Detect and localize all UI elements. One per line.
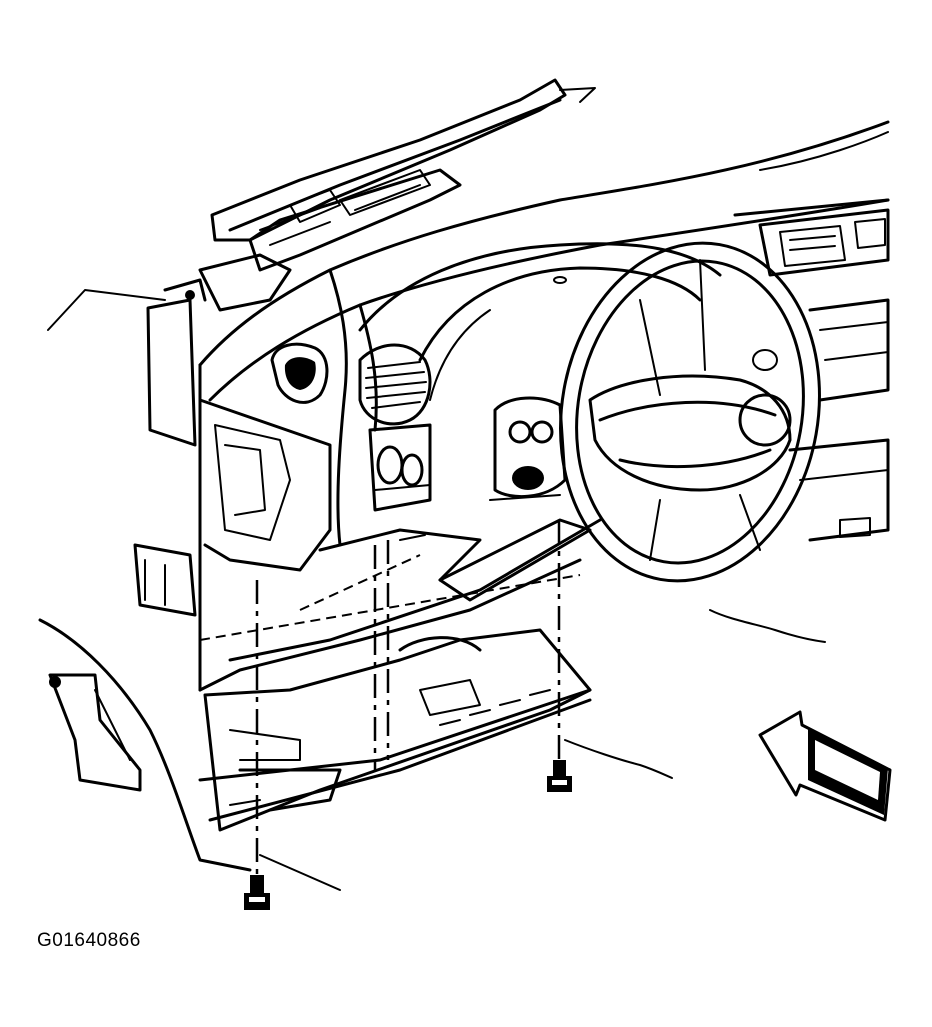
lower-trim-panel	[198, 518, 602, 692]
view-direction-arrow-icon	[758, 710, 892, 822]
lower-left-bracket	[38, 618, 252, 872]
left-air-vent	[270, 342, 329, 404]
switch-bezel-area	[368, 423, 432, 512]
side-bracket	[133, 543, 197, 617]
center-left-air-vent	[358, 343, 432, 426]
lower-panel-removed	[198, 628, 592, 832]
dashboard-top-edge	[210, 78, 596, 272]
steering-column-area	[489, 396, 567, 501]
instrument-cluster-hood	[358, 242, 722, 401]
screw-left	[244, 875, 270, 910]
figure-id-code: G01640866	[37, 930, 141, 951]
screw-right	[547, 760, 572, 792]
defroster-vent-slots	[259, 169, 431, 246]
left-end-panel	[146, 253, 332, 692]
steering-wheel	[559, 241, 821, 583]
leader-lines	[47, 289, 826, 891]
dashboard-upper-shell	[198, 120, 890, 547]
center-stack	[733, 198, 890, 542]
fastener-alignment-lines	[199, 520, 581, 875]
